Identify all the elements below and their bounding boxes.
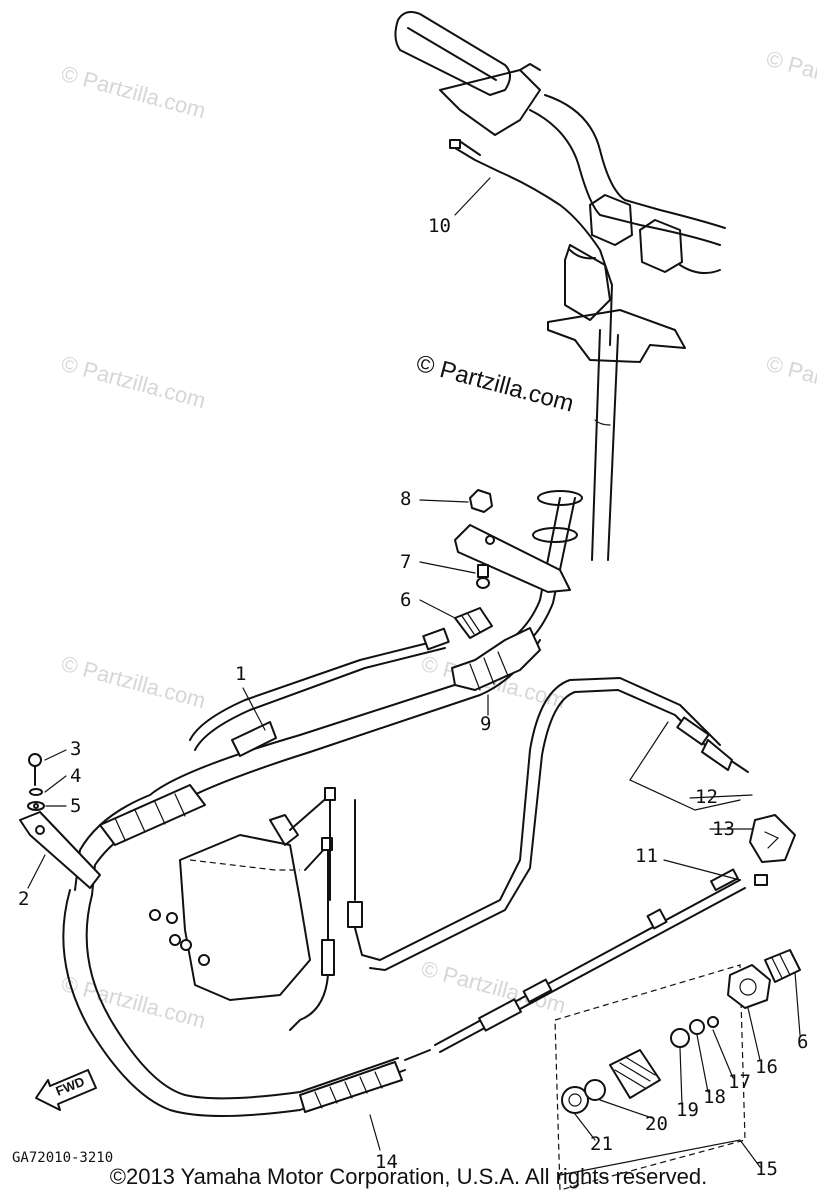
parts-group-15 [554,949,801,1191]
watermark: © Partzilla.com [59,61,209,124]
callout-18: 18 [703,1086,726,1108]
callout-9: 9 [480,713,491,735]
bracket-parts [454,489,571,639]
callout-11: 11 [635,845,658,867]
callout-15: 15 [755,1158,778,1180]
choke-cable-11 [354,677,796,971]
callout-14: 14 [375,1151,398,1173]
callout-19: 19 [676,1099,699,1121]
callout-6: 6 [400,589,411,611]
watermark: © Partzilla.com [59,971,209,1034]
callout-17: 17 [728,1071,751,1093]
callout-10: 10 [428,215,451,237]
callout-21: 21 [590,1133,613,1155]
watermark: © Partzilla.com [59,651,209,714]
callout-16: 16 [755,1056,778,1078]
watermark-layer: © Partzilla.com © Partzilla.com © Partzi… [59,46,817,1034]
callout-8: 8 [400,488,411,510]
callout-6-lower: 6 [797,1031,808,1053]
diagram-code: GA72010-3210 [12,1150,113,1166]
callout-20: 20 [645,1113,668,1135]
callout-2: 2 [18,888,29,910]
lower-cable-14 [62,868,746,1117]
cable-bundle [74,627,541,896]
fwd-arrow: FWD [35,1069,97,1111]
callout-4: 4 [70,765,81,787]
mount-bracket-2 [19,753,101,889]
watermark: © Partzilla.com [59,351,209,414]
watermark: © Partzilla.com [764,46,817,109]
center-watermark: © Partzilla.com [413,350,576,418]
carburetor [149,787,363,1031]
callout-1: 1 [235,663,246,685]
copyright-notice: ©2013 Yamaha Motor Corporation, U.S.A. A… [109,1164,708,1189]
callout-5: 5 [70,795,81,817]
callout-7: 7 [400,551,411,573]
callout-3: 3 [70,738,81,760]
handlebar-assembly [394,11,726,561]
watermark: © Partzilla.com [764,351,817,414]
leader-lines [27,177,801,1176]
